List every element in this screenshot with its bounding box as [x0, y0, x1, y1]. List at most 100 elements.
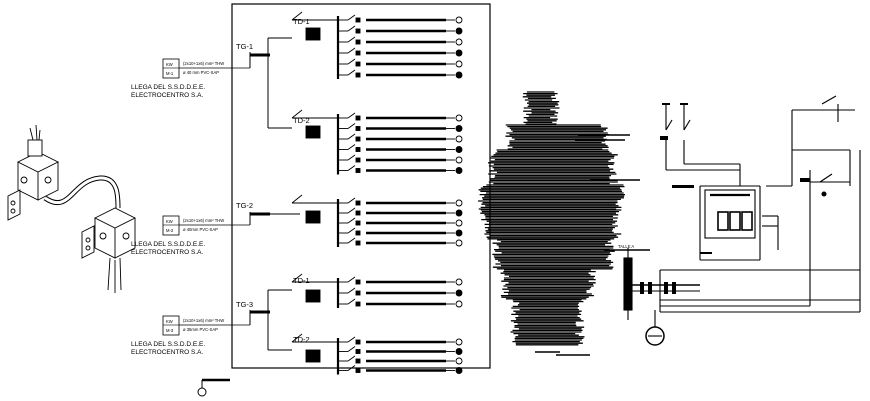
td-2-label-bottom: TD-2	[293, 335, 310, 344]
junction-box-sketch	[7, 124, 137, 293]
branch-switch	[347, 165, 356, 171]
feeder-1-arrival-line1: LLEGA DEL S.S.D.D.E.E.	[131, 84, 205, 91]
branch-switch	[347, 298, 356, 305]
load-symbol	[455, 156, 463, 164]
branch-switch	[347, 58, 356, 65]
branch-terminal	[355, 50, 361, 56]
branch-switch	[347, 217, 356, 224]
load-symbol	[455, 114, 463, 122]
feeder-1: KW M-1 (2x10+1x6) mm² THW ø 40 mm PVC-SA…	[131, 58, 250, 99]
load-symbol	[455, 300, 463, 308]
feeder-2-arrival-line2: ELECTROCENTRO S.A.	[131, 249, 203, 256]
branch-terminal	[355, 358, 361, 364]
load-symbol	[455, 219, 463, 227]
feeder-3-arrival-line2: ELECTROCENTRO S.A.	[131, 349, 203, 356]
circuit-group	[291, 333, 463, 375]
branch-switch	[347, 355, 356, 362]
branch-terminal	[355, 220, 361, 226]
meter-3-bottom: M-3	[166, 328, 174, 333]
branch-switch	[347, 365, 356, 371]
load-symbol	[455, 27, 463, 35]
load-symbol	[455, 71, 463, 79]
branch-switch	[347, 227, 356, 234]
load-symbol	[455, 167, 463, 174]
load-symbol	[455, 38, 463, 46]
branch-terminal	[355, 368, 361, 373]
branch-switch	[347, 207, 356, 214]
tg-1-label: TG-1	[236, 42, 253, 51]
meter-1-bottom: M-1	[166, 71, 174, 76]
circuit-group	[291, 194, 463, 247]
branch-switch	[347, 36, 356, 43]
branch-terminal	[355, 290, 361, 296]
feeder-2-conduit: ø 40mm PVC-SAP	[183, 227, 218, 232]
branch-switch	[347, 287, 356, 294]
branch-switch	[347, 133, 356, 140]
breaker-block	[305, 125, 321, 139]
td-1-label-bottom: TD-1	[293, 276, 310, 285]
feeder-2-arrival-line1: LLEGA DEL S.S.D.D.E.E.	[131, 241, 205, 248]
meter-1-top: KW	[166, 62, 173, 67]
branch-terminal	[355, 240, 361, 246]
branch-terminal	[355, 115, 361, 121]
load-symbol	[455, 348, 463, 355]
load-symbol	[455, 60, 463, 68]
cable-bundle-hatch	[478, 91, 650, 356]
branch-circuits	[291, 11, 463, 375]
feeder-2: KW M-2 (2x10+1x6) mm² THW ø 40mm PVC-SAP…	[131, 215, 250, 256]
main-panel-frame	[231, 3, 491, 369]
branch-switch	[347, 237, 356, 244]
branch-switch	[347, 336, 356, 343]
td-2-label-top: TD-2	[293, 116, 310, 125]
kwh-meter-1	[162, 58, 180, 79]
branch-terminal	[355, 157, 361, 163]
breaker-block	[305, 289, 321, 303]
branch-terminal	[355, 339, 361, 345]
load-symbol	[455, 199, 463, 207]
load-symbol	[455, 239, 463, 247]
feeder-3-cable: (2x10+1x6) mm² THW	[183, 318, 224, 323]
td-1-label-top: TD-1	[293, 17, 310, 26]
branch-terminal	[355, 230, 361, 236]
load-symbol	[455, 367, 463, 374]
load-symbol	[455, 338, 463, 346]
branch-terminal	[355, 349, 361, 354]
branch-switch	[347, 123, 356, 129]
breaker-block	[305, 349, 321, 363]
branch-switch	[347, 47, 356, 54]
branch-terminal	[355, 72, 361, 78]
branch-terminal	[355, 279, 361, 285]
branch-terminal	[355, 61, 361, 67]
feeder-3-conduit: ø 35mm PVC-SAP	[183, 327, 218, 332]
breaker-contact	[291, 194, 303, 204]
feeder-2-cable: (2x10+1x6) mm² THW	[183, 218, 224, 223]
branch-terminal	[355, 168, 361, 173]
ground-symbol	[197, 378, 230, 397]
feeder-1-cable: (2x10+1x6) mm² THW	[183, 61, 224, 66]
load-symbol	[455, 146, 463, 153]
meter-2-bottom: M-2	[166, 228, 174, 233]
branch-switch	[347, 25, 356, 32]
load-symbol	[455, 135, 463, 143]
kwh-meter-3	[162, 315, 180, 336]
tg-3-label: TG-3	[236, 300, 253, 309]
branch-switch	[347, 154, 356, 161]
control-schematic	[623, 95, 861, 346]
breaker-contact	[291, 11, 303, 21]
branch-terminal	[355, 200, 361, 206]
branch-terminal	[355, 126, 361, 131]
meter-3-top: KW	[166, 319, 173, 324]
branch-switch	[347, 346, 356, 352]
load-symbol	[455, 125, 463, 132]
branch-terminal	[355, 28, 361, 34]
breaker-contact	[291, 333, 303, 343]
branch-switch	[347, 144, 356, 150]
branch-switch	[347, 276, 356, 283]
branch-terminal	[355, 147, 361, 152]
branch-terminal	[355, 301, 361, 307]
tg-busbars	[249, 37, 300, 351]
load-symbol	[455, 16, 463, 24]
branch-terminal	[355, 210, 361, 216]
detail-label: TALLE A	[618, 244, 634, 249]
